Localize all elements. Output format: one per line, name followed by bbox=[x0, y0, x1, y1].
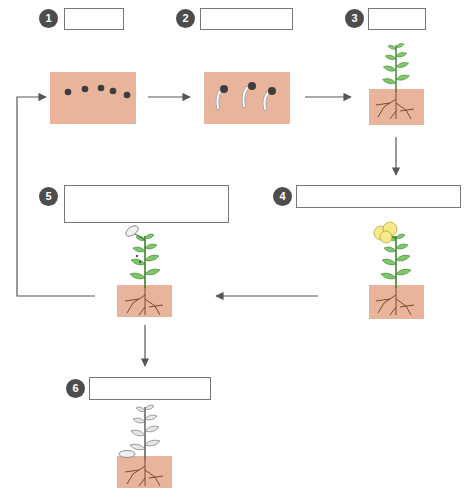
callout-number-text: 1 bbox=[45, 13, 51, 24]
callout-number-text: 3 bbox=[351, 13, 357, 24]
cycle-arrow bbox=[17, 97, 396, 366]
soil bbox=[50, 72, 424, 488]
answer-box bbox=[65, 9, 461, 400]
callout-number: 3 bbox=[345, 9, 364, 28]
seeds bbox=[65, 85, 131, 99]
callout-number-text: 4 bbox=[279, 191, 285, 202]
callout-number-text: 2 bbox=[182, 13, 188, 24]
callout-number: 2 bbox=[176, 9, 195, 28]
germinating-seeds bbox=[217, 82, 276, 109]
dying-plant bbox=[130, 405, 160, 459]
callout-number-text: 6 bbox=[72, 383, 78, 394]
flower bbox=[374, 222, 397, 243]
callout-number: 5 bbox=[39, 187, 58, 206]
callout-number: 1 bbox=[39, 9, 58, 28]
callout-number: 4 bbox=[273, 187, 292, 206]
callout-number-text: 5 bbox=[45, 191, 51, 202]
seed-pod bbox=[124, 224, 145, 263]
fallen-pod bbox=[119, 451, 135, 458]
callout-number: 6 bbox=[66, 379, 85, 398]
seedling bbox=[383, 43, 410, 92]
fruiting-plant bbox=[130, 234, 160, 288]
